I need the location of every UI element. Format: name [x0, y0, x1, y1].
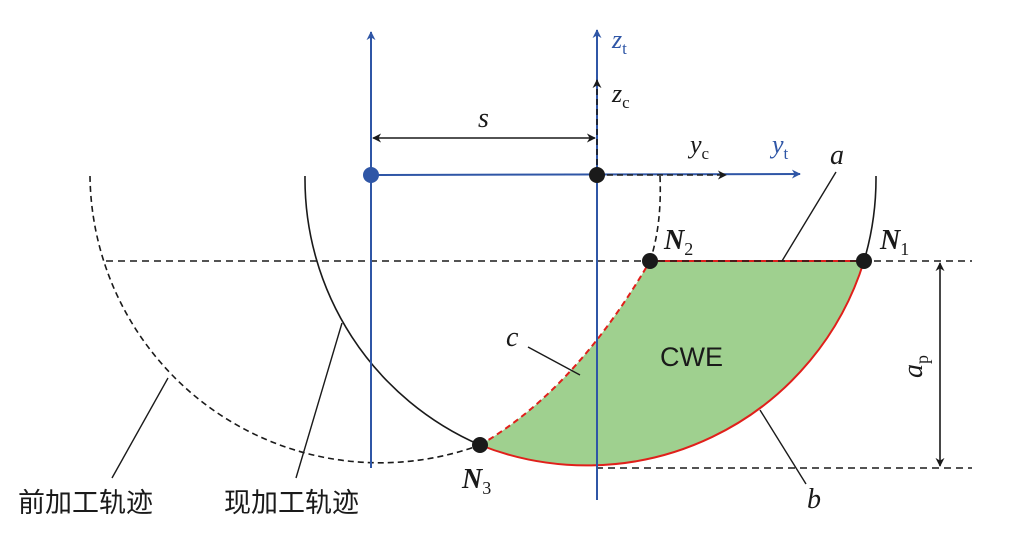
leader-a: [781, 171, 837, 262]
point-n1: [856, 253, 872, 269]
label-n2: N2: [663, 225, 693, 259]
leader-b: [759, 409, 807, 485]
label-ap: ap: [898, 355, 932, 378]
cwe-region: [480, 261, 864, 466]
previous-path-arc: [89, 175, 481, 464]
label-s: s: [478, 103, 489, 134]
current-path-left-arc: [304, 175, 481, 446]
label-current-path: 现加工轨迹: [224, 488, 359, 518]
boundary-b-arc: [479, 260, 865, 467]
label-yt: yt: [769, 130, 789, 163]
label-zt: zt: [611, 25, 627, 58]
label-a: a: [830, 140, 844, 171]
leader-c: [527, 346, 581, 376]
label-b: b: [807, 484, 821, 515]
current-path-right-arc: [863, 175, 877, 262]
inner-dashed-arc: [649, 175, 662, 262]
leader-previous-path: [111, 377, 169, 479]
label-cwe: CWE: [660, 342, 723, 372]
label-yc: yc: [687, 130, 710, 163]
label-zc: zc: [611, 79, 630, 112]
label-n3: N3: [461, 464, 491, 498]
label-c: c: [506, 322, 519, 353]
label-n1: N1: [879, 225, 909, 259]
leader-current-path: [295, 322, 343, 479]
point-n2: [642, 253, 658, 269]
black-origin-point: [589, 167, 605, 183]
label-previous-path: 前加工轨迹: [18, 488, 153, 518]
point-n3: [472, 437, 488, 453]
blue-origin-point: [363, 167, 379, 183]
yt-axis: [370, 169, 801, 179]
